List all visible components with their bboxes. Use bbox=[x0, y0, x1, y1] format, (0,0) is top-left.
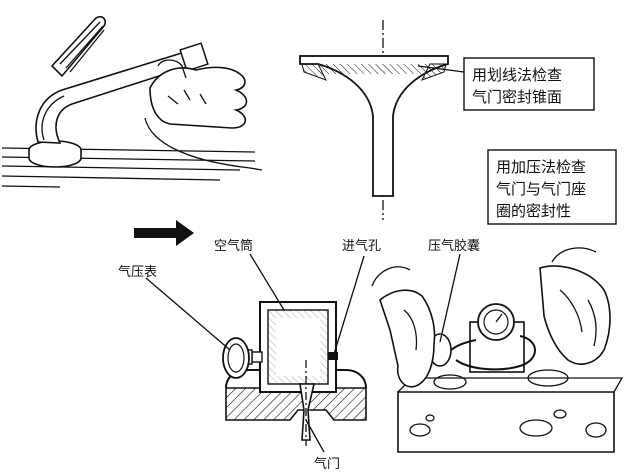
pressure-bladder-illustration: 压气胶囊 bbox=[371, 238, 624, 453]
callout-pressure-method-l1: 用加压法检查 bbox=[496, 158, 586, 176]
pressure-gauge bbox=[222, 337, 250, 379]
right-arrow-icon bbox=[134, 220, 194, 246]
valve-cone-diagram bbox=[299, 20, 449, 220]
callout-pressure-method-l2: 气门与气门座 bbox=[496, 180, 586, 198]
center-labels: 空气筒 进气孔 气压表 气门 bbox=[118, 238, 381, 472]
valve-marking-illustration bbox=[1, 15, 263, 188]
label-inlet-hole: 进气孔 bbox=[342, 238, 381, 254]
label-pressure-bladder: 压气胶囊 bbox=[428, 238, 480, 254]
callout-pressure-method-l3: 圈的密封性 bbox=[496, 202, 571, 220]
callout-line-method: 用划线法检查 气门密封锥面 bbox=[417, 57, 595, 111]
valve-disk bbox=[28, 140, 82, 168]
callout-line-method-l1: 用划线法检查 bbox=[472, 66, 562, 84]
label-valve: 气门 bbox=[314, 456, 340, 472]
marking-pencil bbox=[50, 15, 107, 78]
valve-stem bbox=[35, 42, 209, 144]
label-pressure-gauge: 气压表 bbox=[118, 264, 157, 280]
hand bbox=[144, 59, 263, 171]
air-cylinder-section bbox=[225, 301, 367, 446]
label-air-cylinder: 空气筒 bbox=[214, 238, 253, 254]
callout-line-method-l2: 气门密封锥面 bbox=[472, 88, 562, 106]
callout-pressure-method: 用加压法检查 气门与气门座 圈的密封性 bbox=[487, 149, 617, 225]
